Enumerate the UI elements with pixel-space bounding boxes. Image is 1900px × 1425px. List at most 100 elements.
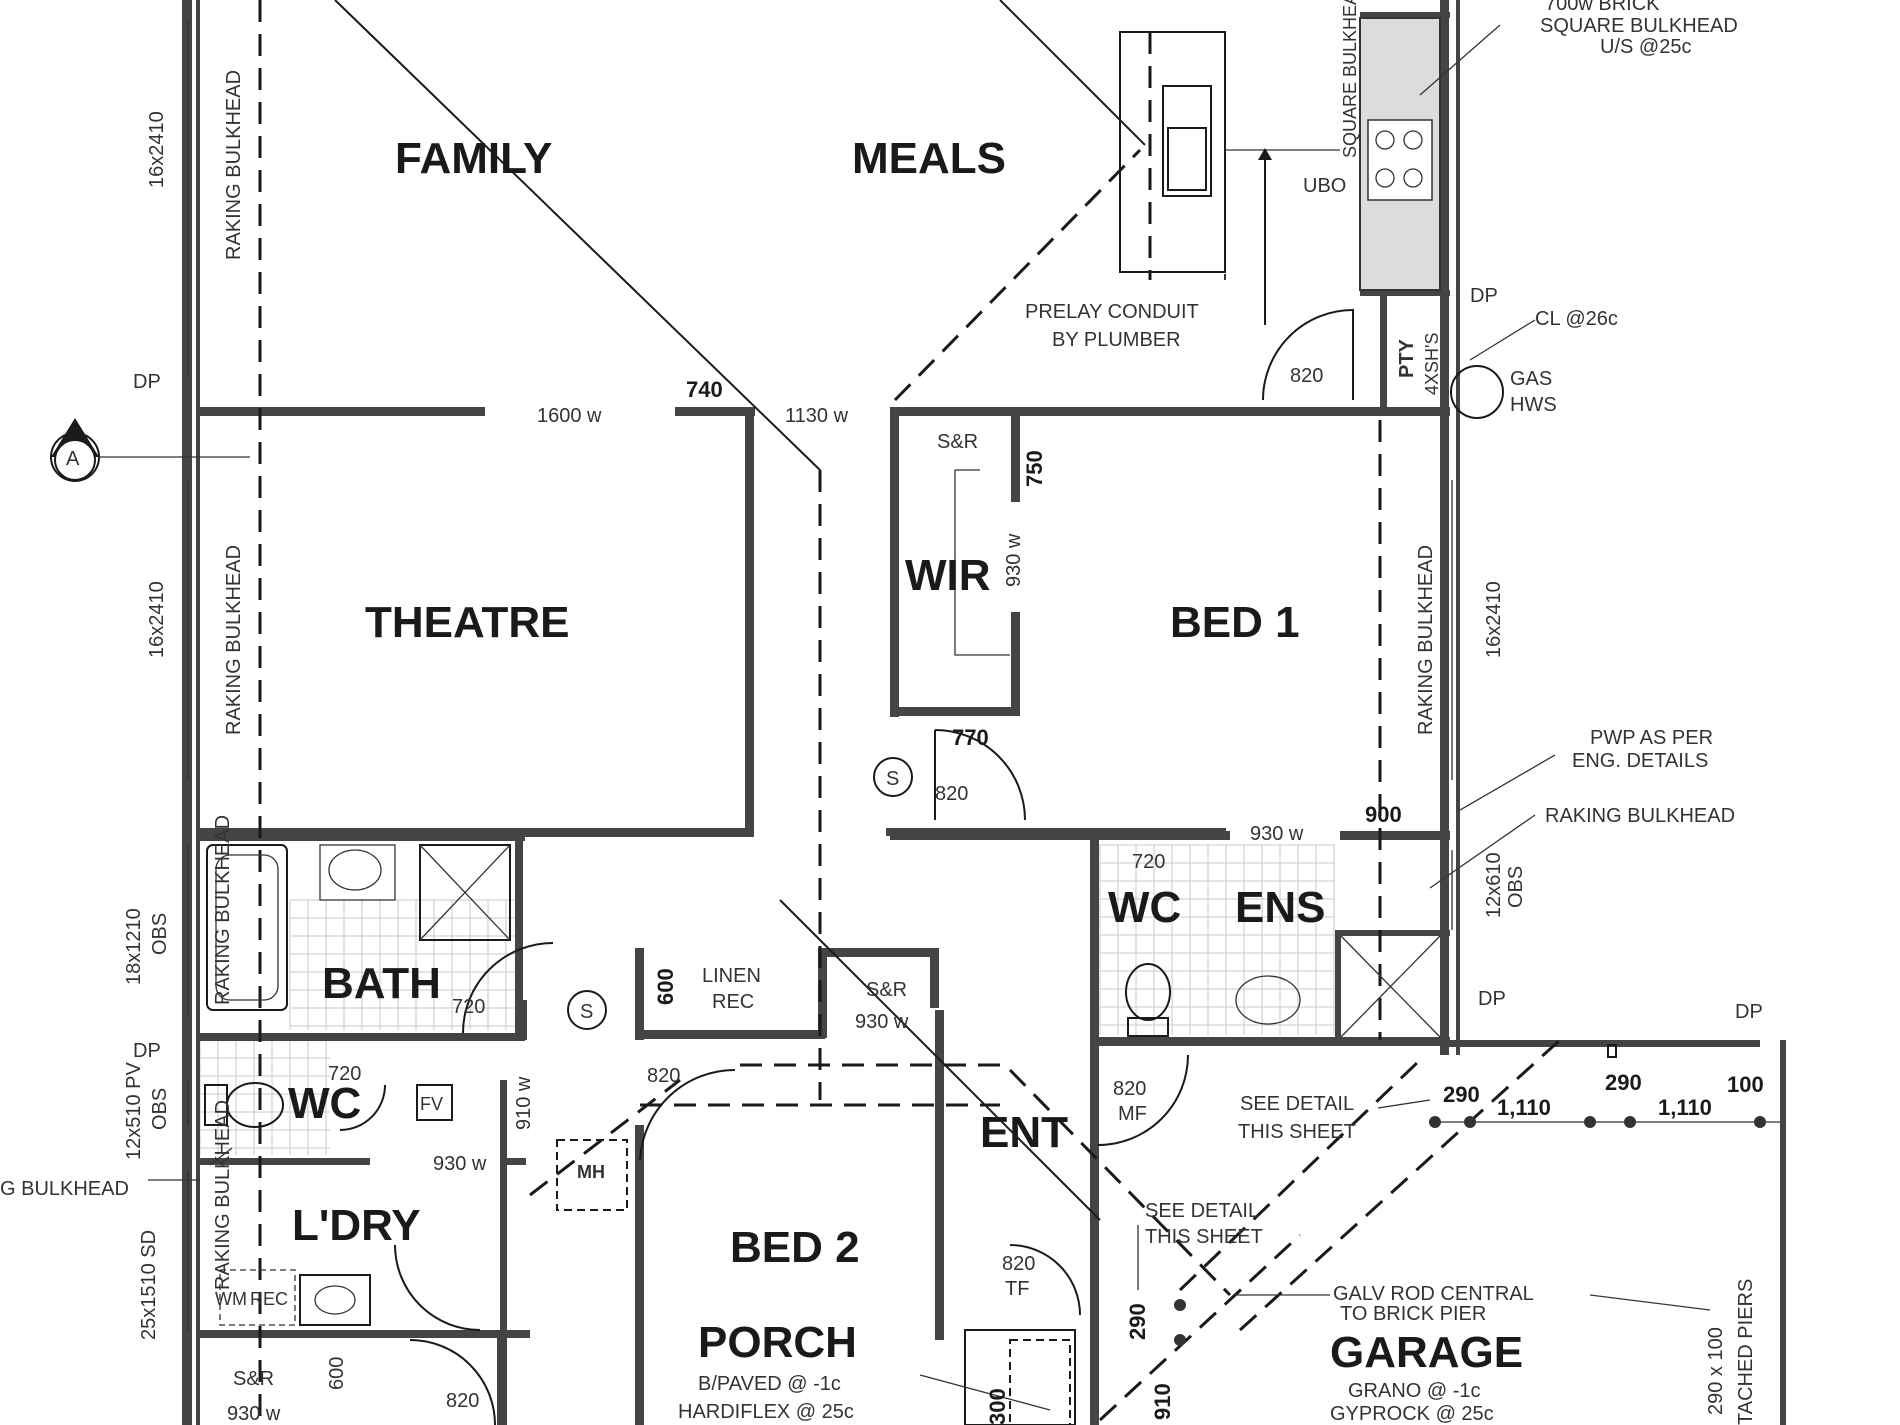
note-brick: 700w BRICK — [1545, 0, 1660, 15]
note-pwp-1: PWP AS PER — [1590, 727, 1713, 749]
note-prelay-2: BY PLUMBER — [1052, 329, 1181, 351]
bath-tiles — [199, 844, 1335, 1155]
note-dp-3: DP — [1735, 1001, 1763, 1023]
room-label-wir: WIR — [905, 551, 991, 600]
gas-hws — [1450, 365, 1504, 419]
dim-720-ens: 720 — [1132, 851, 1165, 873]
rake-line-2 — [999, 0, 1146, 146]
note-dp-5: DP — [133, 1040, 161, 1062]
note-dp-4: DP — [133, 371, 161, 393]
note-gas-2: HWS — [1510, 394, 1557, 416]
window-ens: 12x610 — [1483, 852, 1505, 918]
manhole — [556, 1139, 628, 1211]
porch-columns — [964, 1329, 1076, 1425]
note-piers-2: TACHED PIERS — [1735, 1279, 1757, 1425]
dim-1110-b: 1,110 — [1658, 1095, 1712, 1120]
window-wc: 12x510 PV — [123, 1061, 145, 1160]
smoke-label-1: S — [886, 768, 899, 790]
room-label-bed2: BED 2 — [730, 1223, 860, 1272]
bath-shower — [419, 844, 511, 941]
note-raking-vertical-1: RAKING BULKHEAD — [223, 70, 245, 260]
dim-820-bot: 820 — [446, 1390, 479, 1412]
note-wm: WM — [215, 1289, 247, 1309]
door-swings — [339, 308, 1354, 1425]
note-square-bulkhead-2: U/S @25c — [1600, 36, 1691, 58]
note-raking-right: RAKING BULKHEAD — [1545, 805, 1735, 827]
kitchen-island — [1119, 31, 1340, 325]
dim-720-wc: 720 — [328, 1063, 361, 1085]
note-raking-ldry: RAKING BULKHEAD — [212, 1100, 234, 1290]
room-label-porch: PORCH — [698, 1318, 857, 1367]
note-fv: FV — [420, 1094, 443, 1114]
ens-toilet — [1125, 963, 1171, 1037]
room-label-theatre: THEATRE — [365, 598, 570, 647]
note-rec: REC — [250, 1289, 288, 1309]
note-square-bulkhead-vertical: SQUARE BULKHEAD — [1340, 0, 1360, 158]
note-mf-2: MF — [1118, 1103, 1147, 1125]
dim-290-v: 290 — [1125, 1303, 1150, 1340]
note-mf-1: 820 — [1113, 1078, 1146, 1100]
dim-910w: 910 w — [513, 1076, 535, 1130]
note-sr-bottom: S&R — [233, 1368, 274, 1390]
note-mh: MH — [577, 1162, 605, 1182]
smoke-label-2: S — [580, 1001, 593, 1023]
note-dp-2: DP — [1478, 988, 1506, 1010]
fv-box — [416, 1084, 453, 1121]
note-pwp-2: ENG. DETAILS — [1572, 750, 1708, 772]
dim-930w-bot: 930 w — [227, 1403, 281, 1425]
leader-lines — [148, 24, 1711, 1411]
room-label-ens: ENS — [1235, 883, 1325, 932]
room-label-meals: MEALS — [852, 134, 1006, 183]
dim-300: 300 — [985, 1388, 1010, 1425]
note-sr-wir: S&R — [937, 431, 978, 453]
dim-750: 750 — [1022, 450, 1047, 487]
bath-tub — [206, 844, 288, 1011]
note-garage-sub-2: GYPROCK @ 25c — [1330, 1403, 1494, 1425]
note-gas-1: GAS — [1510, 368, 1552, 390]
note-see-detail-1a: SEE DETAIL — [1240, 1093, 1354, 1115]
note-pty: PTY — [1396, 338, 1418, 378]
window-bath: 18x1210 — [123, 908, 145, 985]
note-garage-sub-1: GRANO @ -1c — [1348, 1380, 1481, 1402]
dim-900: 900 — [1365, 802, 1402, 827]
rake-line-3 — [779, 899, 1101, 1221]
dim-930w-ens: 930 w — [1250, 823, 1304, 845]
room-label-garage: GARAGE — [1330, 1328, 1523, 1377]
dim-1110-a: 1,110 — [1497, 1095, 1551, 1120]
window-glazing — [187, 20, 1453, 1330]
note-sr-bed2: S&R — [866, 979, 907, 1001]
note-porch-sub-2: HARDIFLEX @ 25c — [678, 1401, 854, 1423]
dim-600-linen: 600 — [653, 968, 678, 1005]
dim-820-bed1: 820 — [935, 783, 968, 805]
note-piers: 290 x 100 — [1705, 1327, 1727, 1415]
note-dp-1: DP — [1470, 285, 1498, 307]
room-label-bath: BATH — [322, 959, 441, 1008]
room-label-ent: ENT — [980, 1108, 1068, 1157]
note-linen-2: REC — [712, 991, 754, 1013]
note-galv-2: TO BRICK PIER — [1340, 1303, 1486, 1325]
window-ldry: 25x1510 SD — [138, 1230, 160, 1340]
dim-600-bot: 600 — [326, 1357, 348, 1390]
section-label: A — [66, 448, 80, 470]
dim-740: 740 — [686, 377, 723, 402]
dim-290-b: 290 — [1605, 1070, 1642, 1095]
note-porch-sub-1: B/PAVED @ -1c — [698, 1373, 841, 1395]
dim-290-a: 290 — [1443, 1082, 1480, 1107]
note-tf-1: 820 — [1002, 1253, 1035, 1275]
window-bed1: 16x2410 — [1483, 581, 1505, 658]
note-raking-vertical-3: RAKING BULKHEAD — [1415, 545, 1437, 735]
room-label-wc: WC — [288, 1079, 361, 1128]
note-square-bulkhead-1: SQUARE BULKHEAD — [1540, 15, 1738, 37]
ens-shower — [1340, 935, 1441, 1038]
note-see-detail-2b: THIS SHEET — [1145, 1226, 1263, 1248]
room-label-wc-ens: WC — [1108, 883, 1181, 932]
window-bath-obs: OBS — [149, 913, 171, 955]
dim-720-bath: 720 — [452, 996, 485, 1018]
note-raking-bath: RAKING BULKHEAD — [212, 815, 234, 1005]
note-raking-vertical-2: RAKING BULKHEAD — [223, 545, 245, 735]
wardrobe-robe — [954, 469, 1010, 656]
dim-770: 770 — [952, 725, 989, 750]
note-linen-1: LINEN — [702, 965, 761, 987]
note-tf-2: TF — [1005, 1278, 1029, 1300]
